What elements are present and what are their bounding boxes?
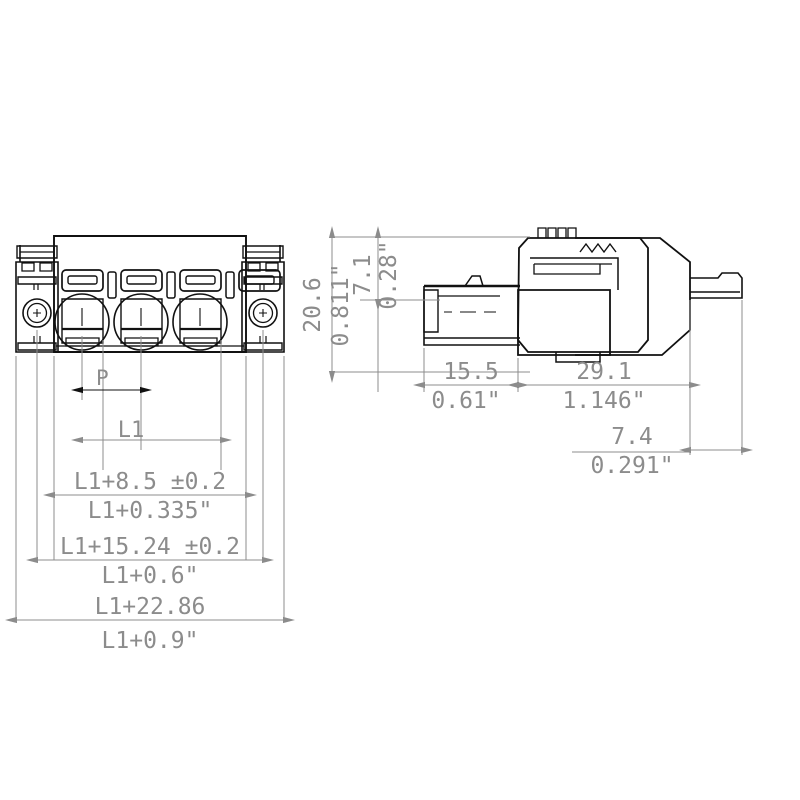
row-a-metric: L1+8.5 ±0.2 bbox=[74, 469, 226, 495]
side-body bbox=[517, 227, 649, 363]
dimension-layer bbox=[5, 226, 753, 624]
front-view bbox=[15, 235, 285, 353]
len-nose-metric: 15.5 bbox=[443, 359, 498, 385]
height-nose-metric: 7.1 bbox=[350, 254, 376, 296]
len-tail-imperial: 0.291" bbox=[590, 453, 673, 479]
pitch-label: P bbox=[96, 366, 109, 390]
side-tail bbox=[690, 272, 743, 299]
dimension-text-layer: P L1 L1+8.5 ±0.2 L1+0.335" L1+15.24 ±0.2… bbox=[60, 240, 674, 654]
len-body-imperial: 1.146" bbox=[562, 388, 645, 414]
row-b-imperial: L1+0.6" bbox=[102, 563, 199, 589]
len-nose-imperial: 0.61" bbox=[431, 388, 500, 414]
side-nose bbox=[423, 275, 520, 346]
front-right-flange bbox=[241, 245, 285, 353]
front-extension-lines bbox=[15, 330, 285, 620]
len-tail-metric: 7.4 bbox=[611, 424, 653, 450]
height-nose-imperial: 0.28" bbox=[376, 240, 402, 309]
side-rear-shell bbox=[575, 237, 691, 356]
front-pole-3 bbox=[172, 269, 228, 351]
side-view bbox=[423, 227, 743, 363]
row-c-metric: L1+22.86 bbox=[95, 594, 206, 620]
row-a-imperial: L1+0.335" bbox=[88, 498, 213, 524]
height-total-imperial: 0.811" bbox=[328, 263, 354, 346]
row-c-imperial: L1+0.9" bbox=[102, 628, 199, 654]
len-body-metric: 29.1 bbox=[576, 359, 631, 385]
l1-label: L1 bbox=[118, 418, 145, 443]
height-total-metric: 20.6 bbox=[300, 277, 326, 332]
front-pole-4 bbox=[238, 269, 281, 292]
row-b-metric: L1+15.24 ±0.2 bbox=[60, 534, 240, 560]
